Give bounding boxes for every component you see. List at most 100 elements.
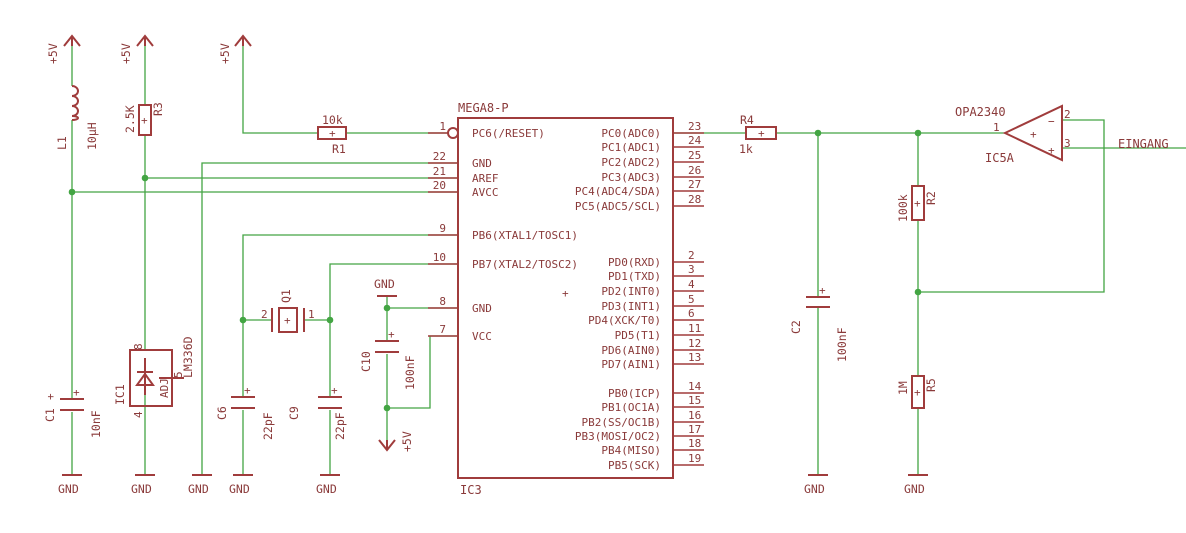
vcc-label: +5V	[119, 43, 133, 64]
mcu-pin-name: PB7(XTAL2/TOSC2)	[472, 258, 578, 271]
l1-ref: L1	[55, 136, 69, 150]
ic5-ref: IC5A	[985, 151, 1015, 165]
supply-vcc-c10: +5V	[378, 431, 414, 452]
mcu-pin-name: PD1(TXD)	[608, 270, 661, 283]
mcu-pin-number: 2	[688, 249, 695, 262]
vcc-label: +5V	[46, 43, 60, 64]
mcu-pin-name: PD2(INT0)	[601, 285, 661, 298]
c2-ref: C2	[789, 320, 803, 334]
gnd-label: GND	[316, 482, 337, 496]
mcu-pin-number: 11	[688, 322, 701, 335]
mcu-pin-name: PD5(T1)	[615, 329, 661, 342]
c9-ref: C9	[287, 406, 301, 420]
mcu-pin-number: 16	[688, 409, 701, 422]
plus-mark: +	[388, 328, 395, 341]
input-net-label: EINGANG	[1118, 137, 1169, 151]
mcu-pin-number: 6	[688, 307, 695, 320]
c10-ref: C10	[359, 351, 373, 372]
junction-dot	[239, 316, 247, 324]
gnd-label: GND	[229, 482, 250, 496]
mcu-pin-name: PB1(OC1A)	[601, 401, 661, 414]
junction-dot	[68, 188, 76, 196]
r4-value: 1k	[739, 142, 753, 156]
capacitor-c2: + C2 100nF	[789, 284, 849, 362]
mcu-pin-number: 21	[433, 165, 446, 178]
r5-ref: R5	[924, 378, 938, 392]
r3-ref: R3	[151, 102, 165, 116]
supply-vcc-r1: +5V	[218, 34, 252, 64]
mcu-pin-name: PD0(RXD)	[608, 256, 661, 269]
mcu-pin-number: 8	[439, 295, 446, 308]
mcu-pin-number: 9	[439, 222, 446, 235]
inductor-l1: L1 10µH	[55, 85, 99, 150]
ic3-ref: IC3	[460, 483, 482, 497]
mcu-pin-name: PD3(INT1)	[601, 300, 661, 313]
r2-ref: R2	[924, 191, 938, 205]
wires	[71, 46, 1186, 475]
mcu-pin-name: PB4(MISO)	[601, 444, 661, 457]
mcu-pin-name: PB5(SCK)	[608, 459, 661, 472]
mcu-pin-number: 27	[688, 178, 701, 191]
mcu-pin-name: PB0(ICP)	[608, 387, 661, 400]
q1-pin2: 2	[261, 308, 268, 321]
mcu-pin-number: 26	[688, 164, 701, 177]
plus-mark: +	[73, 386, 80, 399]
junction-dot	[326, 316, 334, 324]
r4-ref: R4	[740, 113, 754, 127]
mcu-pin-number: 14	[688, 380, 702, 393]
mcu-pin-name: PD7(AIN1)	[601, 358, 661, 371]
resistor-r1: + 10k R1	[317, 113, 347, 156]
c1-value: 10nF	[89, 410, 103, 438]
mcu-pin-name: PC4(ADC4/SDA)	[575, 185, 661, 198]
mcu-pin-name: PC1(ADC1)	[601, 141, 661, 154]
mcu-pin-name: PC2(ADC2)	[601, 156, 661, 169]
c1-ref: C1	[43, 408, 57, 422]
mcu-pin-name: PD4(XCK/T0)	[588, 314, 661, 327]
resistor-r2: + 100k R2	[896, 185, 938, 222]
plus-mark: +	[44, 393, 57, 400]
mcu-pin-number: 19	[688, 452, 701, 465]
resistor-r5: + 1M R5	[896, 375, 938, 409]
capacitor-c1: + C1 + 10nF	[43, 386, 103, 438]
c9-value: 22pF	[333, 412, 347, 440]
q1-ref: Q1	[279, 289, 293, 303]
mcu-pin-name: PB2(SS/OC1B)	[582, 416, 661, 429]
mcu-pin-number: 10	[433, 251, 446, 264]
l1-value: 10µH	[85, 122, 99, 150]
junction-dot	[914, 129, 922, 137]
r2-value: 100k	[896, 194, 910, 222]
gnd-label: GND	[904, 482, 925, 496]
plus-mark: +	[758, 127, 765, 140]
mcu-pin-number: 17	[688, 423, 701, 436]
c6-ref: C6	[215, 406, 229, 420]
mcu-pin-name: AREF	[472, 172, 499, 185]
c10-value: 100nF	[403, 355, 417, 390]
gnd-symbols: GND GND GND GND GND GND GND GND	[58, 277, 928, 496]
junction-dot	[141, 174, 149, 182]
ic5-pin3: 3	[1064, 137, 1071, 150]
junction-dot	[814, 129, 822, 137]
mcu-pin-number: 15	[688, 394, 701, 407]
mcu-pin-name: PB3(MOSI/OC2)	[575, 430, 661, 443]
vcc-label: +5V	[400, 431, 414, 452]
ic5-value: OPA2340	[955, 105, 1006, 119]
mcu-pin-name: PC3(ADC3)	[601, 171, 661, 184]
junctions	[68, 129, 922, 412]
mcu-pin-number: 24	[688, 134, 702, 147]
mcu-pin-number: 1	[439, 120, 446, 133]
gnd-label: GND	[188, 482, 209, 496]
ic1-pin5: 5	[172, 371, 185, 378]
gnd-label: GND	[58, 482, 79, 496]
mcu-pin-number: 22	[433, 150, 446, 163]
gnd-label: GND	[131, 482, 152, 496]
plus-mark: +	[819, 284, 826, 297]
crystal-q1: + 2 1 Q1	[261, 289, 315, 333]
supply-vcc-r3: +5V	[119, 34, 154, 64]
mcu-pin-number: 18	[688, 437, 701, 450]
capacitor-c9: + C9 22pF	[287, 384, 347, 440]
mcu-pin-number: 25	[688, 149, 701, 162]
mcu-pin-name: PC6(/RESET)	[472, 127, 545, 140]
mcu-pin-name: VCC	[472, 330, 492, 343]
